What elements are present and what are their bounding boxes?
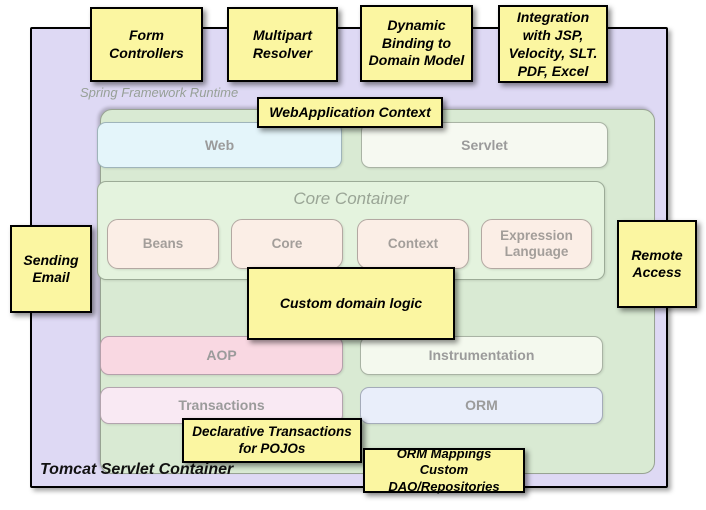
module-instrumentation: Instrumentation xyxy=(360,336,603,375)
note-dynamic-binding: Dynamic Binding to Domain Model xyxy=(360,5,473,82)
module-orm-label: ORM xyxy=(465,397,498,414)
module-core-label: Core xyxy=(271,236,303,252)
module-transactions: Transactions xyxy=(100,387,343,424)
module-beans-label: Beans xyxy=(142,236,184,252)
spring-framework-runtime-label: Spring Framework Runtime xyxy=(80,85,239,100)
note-orm-mappings: ORM Mappings Custom DAO/Repositories xyxy=(363,446,525,494)
module-instrumentation-label: Instrumentation xyxy=(428,347,535,364)
tomcat-servlet-container-label: Tomcat Servlet Container xyxy=(40,461,234,478)
module-expression-language-label: Expression Language xyxy=(500,228,573,259)
module-web-label: Web xyxy=(204,136,235,153)
module-context-label: Context xyxy=(387,236,439,252)
core-container-box: Core Container Beans Core Context Expres… xyxy=(97,181,605,280)
module-context: Context xyxy=(357,219,469,269)
note-integration-views: Integration with JSP, Velocity, SLT. PDF… xyxy=(498,5,608,83)
module-servlet: Servlet xyxy=(361,122,608,168)
core-container-title: Core Container xyxy=(293,189,409,208)
note-webapplication-context: WebApplication Context xyxy=(257,97,443,128)
module-core: Core xyxy=(231,219,343,269)
module-beans: Beans xyxy=(107,219,219,269)
note-remote-access: Remote Access xyxy=(617,220,697,308)
module-web: Web xyxy=(97,122,342,168)
module-aop: AOP xyxy=(100,336,343,375)
note-form-controllers: Form Controllers xyxy=(90,7,203,82)
note-custom-domain-logic: Custom domain logic xyxy=(247,267,455,340)
module-aop-label: AOP xyxy=(206,347,237,364)
module-transactions-label: Transactions xyxy=(178,397,265,414)
note-declarative-transactions: Declarative Transactions for POJOs xyxy=(182,418,362,463)
module-expression-language: Expression Language xyxy=(481,219,592,269)
module-servlet-label: Servlet xyxy=(461,136,508,153)
note-sending-email: Sending Email xyxy=(10,225,92,313)
module-orm: ORM xyxy=(360,387,603,424)
note-multipart-resolver: Multipart Resolver xyxy=(227,7,338,82)
